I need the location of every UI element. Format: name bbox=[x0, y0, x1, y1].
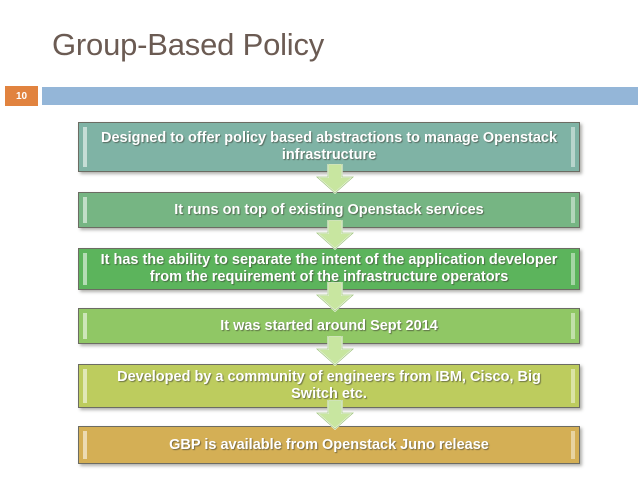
flow-step-label: It has the ability to separate the inten… bbox=[100, 252, 558, 285]
flow-step-box[interactable]: GBP is available from Openstack Juno rel… bbox=[78, 426, 580, 464]
down-arrow-icon bbox=[313, 164, 357, 194]
header-rule: 10 bbox=[0, 86, 638, 106]
flow-step-box[interactable]: It was started around Sept 2014 bbox=[78, 308, 580, 344]
slide-number-badge: 10 bbox=[5, 86, 38, 106]
flow-step-label: Designed to offer policy based abstracti… bbox=[100, 130, 558, 163]
flow-chart: Designed to offer policy based abstracti… bbox=[0, 106, 638, 479]
down-arrow-icon bbox=[313, 400, 357, 430]
down-arrow-icon bbox=[313, 282, 357, 312]
page-title: Group-Based Policy bbox=[52, 27, 325, 62]
flow-step-label: It runs on top of existing Openstack ser… bbox=[174, 201, 484, 218]
down-arrow-icon bbox=[313, 336, 357, 366]
flow-step-label: It was started around Sept 2014 bbox=[220, 317, 438, 334]
header-divider-bar bbox=[42, 87, 638, 105]
flow-step-box[interactable]: It has the ability to separate the inten… bbox=[78, 248, 580, 290]
down-arrow-icon bbox=[313, 220, 357, 250]
flow-step-label: GBP is available from Openstack Juno rel… bbox=[169, 436, 489, 453]
flow-step-label: Developed by a community of engineers fr… bbox=[117, 369, 541, 402]
flow-step-box[interactable]: Designed to offer policy based abstracti… bbox=[78, 122, 580, 172]
